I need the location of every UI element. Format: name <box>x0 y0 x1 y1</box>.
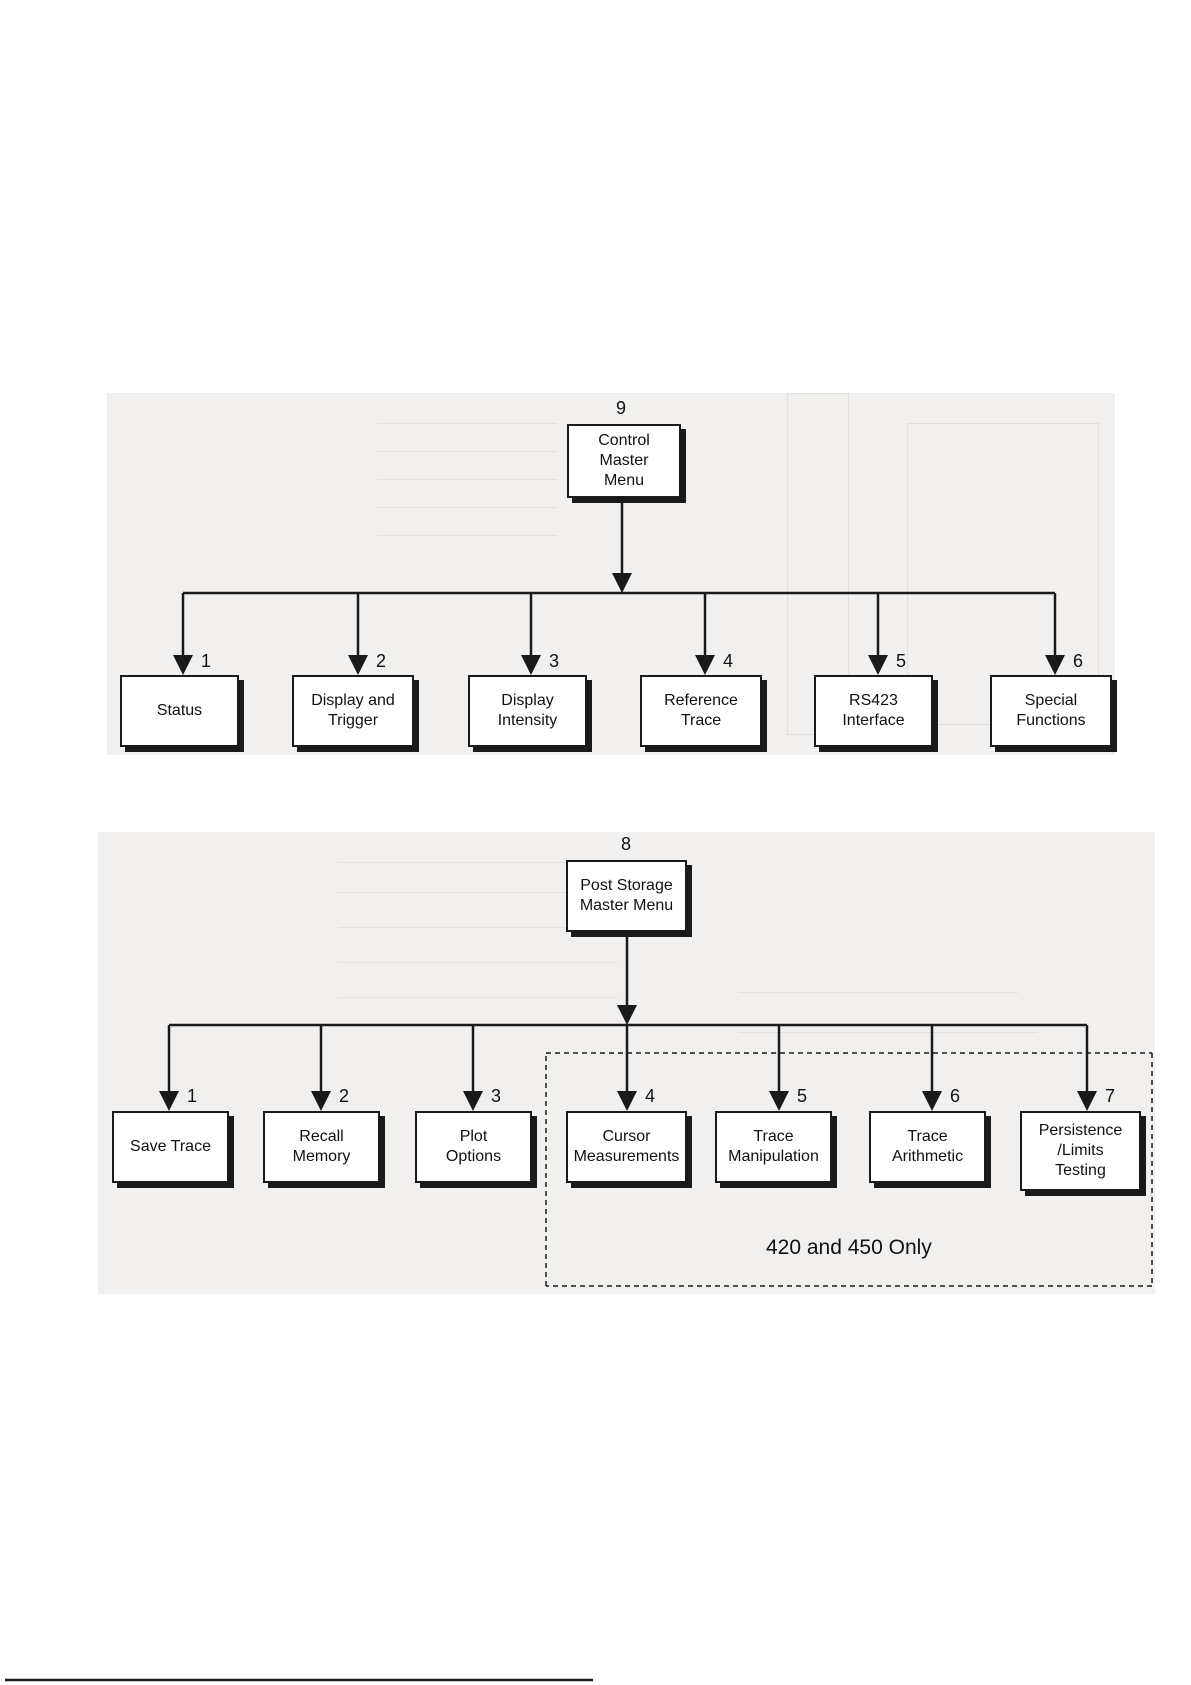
save-trace-box: Save Trace <box>112 1111 229 1183</box>
root-arrowhead <box>617 1005 637 1025</box>
branch-arrowhead <box>769 1091 789 1111</box>
status-number: 1 <box>201 651 212 671</box>
special-functions-box: Special Functions <box>990 675 1112 747</box>
recall-memory-number: 2 <box>339 1086 350 1106</box>
display-intensity-number: 3 <box>549 651 560 671</box>
rs423-interface-box: RS423 Interface <box>814 675 933 747</box>
branch-arrowhead <box>159 1091 179 1111</box>
plot-options-box: Plot Options <box>415 1111 532 1183</box>
special-functions-number: 6 <box>1073 651 1084 671</box>
branch-arrowhead <box>173 655 193 675</box>
trace-manipulation-number: 5 <box>797 1086 808 1106</box>
save-trace-number: 1 <box>187 1086 198 1106</box>
branch-arrowhead <box>1045 655 1065 675</box>
display-intensity-box: Display Intensity <box>468 675 587 747</box>
branch-arrowhead <box>922 1091 942 1111</box>
control-master-menu-box: Control Master Menu <box>567 424 681 498</box>
persistence-limits-testing-box: Persistence /Limits Testing <box>1020 1111 1141 1191</box>
branch-arrowhead <box>695 655 715 675</box>
reference-trace-number: 4 <box>723 651 734 671</box>
display-and-trigger-number: 2 <box>376 651 387 671</box>
branch-arrowhead <box>521 655 541 675</box>
post-storage-master-menu-number: 8 <box>621 834 632 854</box>
model-restriction-label: 420 and 450 Only <box>766 1236 932 1259</box>
branch-arrowhead <box>348 655 368 675</box>
rs423-interface-number: 5 <box>896 651 907 671</box>
trace-arithmetic-box: Trace Arithmetic <box>869 1111 986 1183</box>
trace-arithmetic-number: 6 <box>950 1086 961 1106</box>
persistence-limits-testing-number: 7 <box>1105 1086 1116 1106</box>
display-and-trigger-box: Display and Trigger <box>292 675 414 747</box>
branch-arrowhead <box>617 1091 637 1111</box>
branch-arrowhead <box>868 655 888 675</box>
plot-options-number: 3 <box>491 1086 502 1106</box>
status-box: Status <box>120 675 239 747</box>
cursor-measurements-box: Cursor Measurements <box>566 1111 687 1183</box>
cursor-measurements-number: 4 <box>645 1086 656 1106</box>
branch-arrowhead <box>463 1091 483 1111</box>
post-storage-master-menu-box: Post Storage Master Menu <box>566 860 687 932</box>
branch-arrowhead <box>311 1091 331 1111</box>
trace-manipulation-box: Trace Manipulation <box>715 1111 832 1183</box>
branch-arrowhead <box>1077 1091 1097 1111</box>
control-master-menu-number: 9 <box>616 398 627 418</box>
reference-trace-box: Reference Trace <box>640 675 762 747</box>
recall-memory-box: Recall Memory <box>263 1111 380 1183</box>
root-arrowhead <box>612 573 632 593</box>
